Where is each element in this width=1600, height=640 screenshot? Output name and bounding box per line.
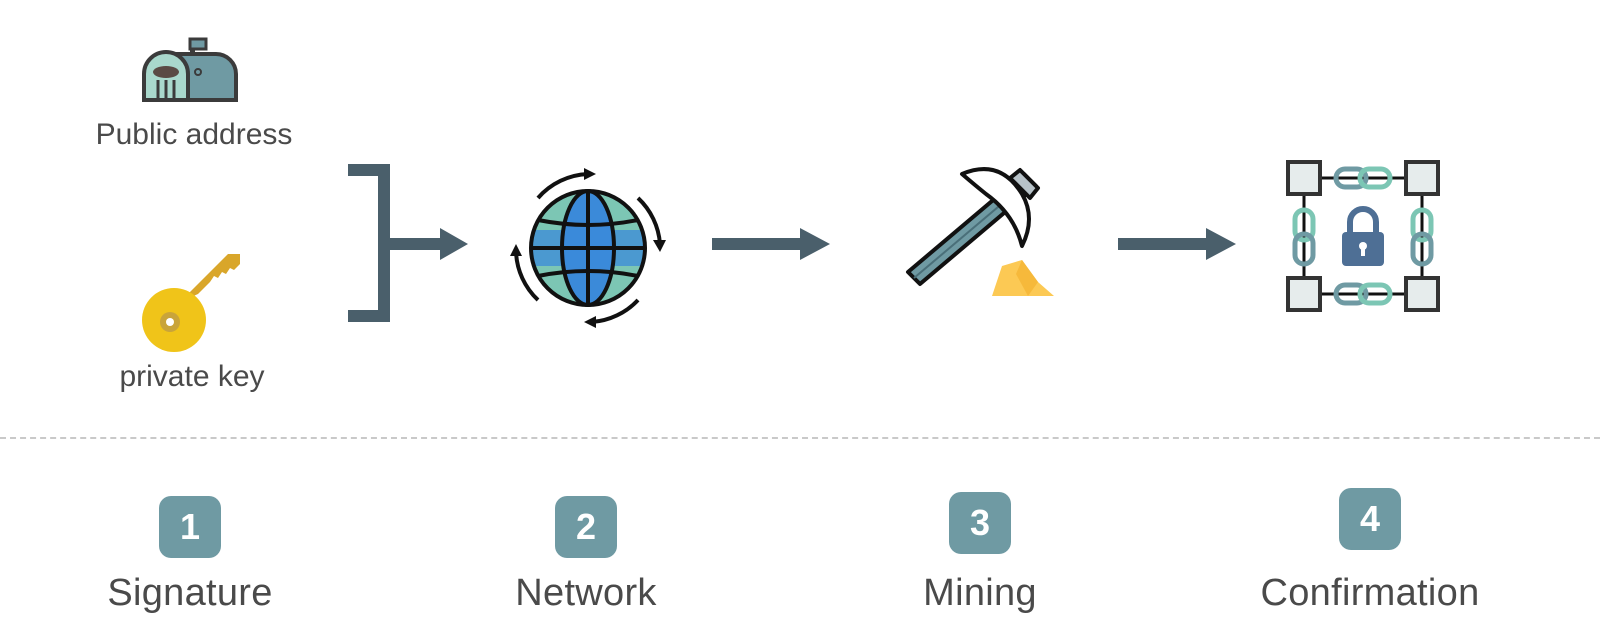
blockchain-lock-icon bbox=[1286, 160, 1440, 312]
merge-arrow bbox=[348, 164, 468, 322]
step-number-badge: 2 bbox=[555, 496, 617, 558]
step-label: Mining bbox=[923, 572, 1037, 614]
step-number-badge: 3 bbox=[949, 492, 1011, 554]
step-label: Network bbox=[515, 572, 657, 614]
step-number-badge: 4 bbox=[1339, 488, 1401, 550]
step-signature: 1 Signature bbox=[40, 496, 340, 615]
step-number-badge: 1 bbox=[159, 496, 221, 558]
step-network: 2 Network bbox=[436, 496, 736, 615]
step-confirmation: 4 Confirmation bbox=[1220, 488, 1520, 615]
key-icon bbox=[142, 254, 240, 352]
step-mining: 3 Mining bbox=[830, 492, 1130, 615]
step-label: Signature bbox=[107, 572, 273, 614]
section-divider bbox=[0, 437, 1600, 439]
public-address-label: Public address bbox=[95, 118, 293, 151]
globe-network-icon bbox=[510, 168, 666, 328]
mailbox-icon bbox=[142, 37, 238, 102]
flow-arrow-network-mining bbox=[712, 228, 830, 260]
step-label: Confirmation bbox=[1260, 572, 1480, 614]
pickaxe-icon bbox=[906, 167, 1054, 296]
flow-arrow-mining-confirmation bbox=[1118, 228, 1236, 260]
private-key-label: private key bbox=[119, 360, 265, 393]
